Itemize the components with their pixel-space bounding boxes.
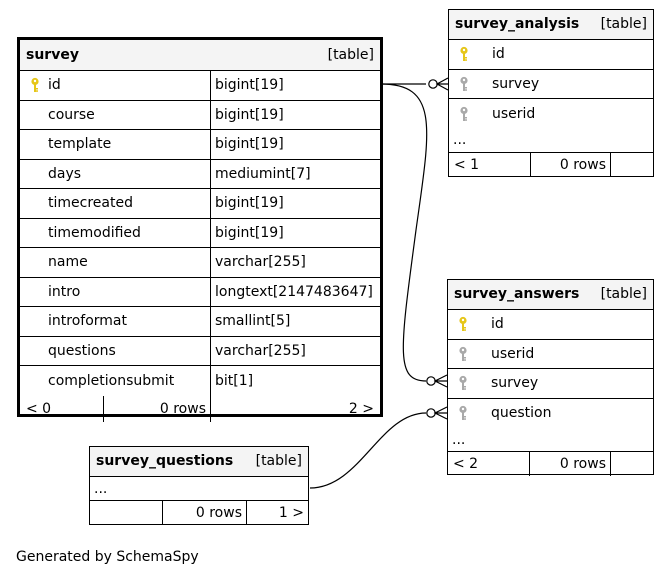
column-name: course [48,106,95,123]
column-type: bigint[19] [210,100,284,129]
table-row[interactable]: template bigint[19] [20,130,380,160]
column-name: survey [491,375,539,392]
column-name: userid [492,105,536,122]
relation-survey-answers [380,83,448,388]
column-type: mediumint[7] [210,159,311,188]
table-kind: [table] [255,453,302,469]
footer-rows: 0 rows [530,152,610,177]
footer-rows: 0 rows [529,452,610,476]
column-name: questions [48,342,116,359]
column-name: id [491,316,504,333]
foreign-key-icon [459,106,469,122]
table-row[interactable]: id bigint[19] [20,71,380,101]
table-header[interactable]: survey_questions [table] [90,447,308,477]
footer-parents: < 2 [453,456,479,472]
table-footer: 0 rows 1 > [90,501,308,524]
ellipsis-text: ... [453,132,467,148]
table-row[interactable]: course bigint[19] [20,100,380,130]
column-name: userid [491,345,535,362]
primary-key-icon [459,46,469,62]
relation-question-answers [309,406,448,489]
column-name: intro [48,283,81,300]
table-survey[interactable]: survey [table] id bigint[19] course bigint[… [17,37,383,422]
column-name: question [491,405,552,422]
column-type: bigint[19] [210,130,284,159]
table-row[interactable]: userid [448,340,653,369]
table-row[interactable]: timemodified bigint[19] [20,218,380,248]
table-footer: < 0 0 rows 2 > [20,395,380,422]
table-kind: [table] [600,16,647,32]
footer-parents: < 1 [454,156,480,173]
foreign-key-icon [458,375,468,391]
column-type: varchar[255] [210,248,306,277]
table-row[interactable]: name varchar[255] [20,248,380,278]
column-name: introformat [48,313,127,330]
column-type: bigint[19] [210,218,284,247]
column-name: id [492,46,505,63]
primary-key-icon [458,316,468,332]
column-name: template [48,136,112,153]
table-row[interactable]: id [449,40,653,70]
table-footer: < 1 0 rows [449,152,653,177]
table-survey-questions[interactable]: survey_questions [table] ... 0 rows 1 > [89,446,309,525]
table-name: survey_answers [454,286,580,302]
column-type: bigint[19] [210,71,284,100]
table-row[interactable]: intro longtext[2147483647] [20,277,380,307]
table-row[interactable]: timecreated bigint[19] [20,189,380,219]
column-name: survey [492,75,540,92]
column-name: timemodified [48,224,141,241]
ellipsis-text: ... [94,480,108,497]
table-kind: [table] [600,286,647,302]
table-ellipsis: ... [90,477,308,501]
foreign-key-icon [459,76,469,92]
column-type: bigint[19] [210,189,284,218]
column-name: id [48,77,61,94]
table-kind: [table] [327,47,374,63]
table-name: survey [26,47,79,63]
primary-key-icon [30,77,40,93]
generated-by-caption: Generated by SchemaSpy [16,549,199,565]
column-type: longtext[2147483647] [210,277,373,306]
table-row[interactable]: survey [448,369,653,399]
table-row[interactable]: userid [449,99,653,129]
column-name: timecreated [48,195,133,212]
column-type: bit[1] [210,366,253,396]
table-survey-answers[interactable]: survey_answers [table] id userid survey que… [447,279,654,476]
column-name: completionsubmit [48,372,175,389]
table-ellipsis: ... [449,129,653,153]
foreign-key-icon [458,346,468,362]
table-header[interactable]: survey_answers [table] [448,280,653,310]
table-header[interactable]: survey_analysis [table] [449,10,653,40]
footer-children [610,152,653,177]
table-row[interactable]: questions varchar[255] [20,336,380,366]
foreign-key-icon [458,405,468,421]
footer-children [610,452,653,476]
table-row[interactable]: question [448,399,653,429]
column-name: days [48,165,82,182]
table-header[interactable]: survey [table] [20,40,380,71]
footer-parents: < 0 [26,400,52,417]
table-row[interactable]: survey [449,70,653,99]
table-footer: < 2 0 rows [448,452,653,476]
ellipsis-text: ... [452,431,466,448]
table-ellipsis: ... [448,428,653,452]
table-row[interactable]: id [448,310,653,340]
table-survey-analysis[interactable]: survey_analysis [table] id survey userid .… [448,9,654,177]
table-name: survey_analysis [455,16,580,32]
relation-survey-analysis [381,77,449,91]
column-type: varchar[255] [210,336,306,365]
column-name: name [48,254,88,271]
table-name: survey_questions [96,453,234,469]
column-type: smallint[5] [210,307,290,336]
table-row[interactable]: days mediumint[7] [20,159,380,189]
footer-rows: 0 rows [103,395,210,422]
footer-children: 1 > [246,501,308,524]
table-row[interactable]: completionsubmit bit[1] [20,366,380,396]
table-row[interactable]: introformat smallint[5] [20,307,380,337]
footer-rows: 0 rows [162,501,246,524]
footer-children: 2 > [210,395,380,422]
